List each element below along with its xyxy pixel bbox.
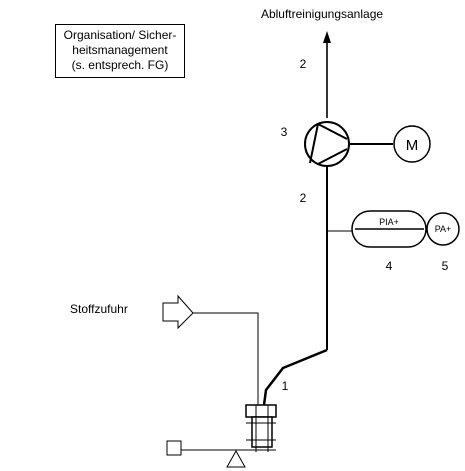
pa-instrument [426,212,460,246]
fan-number: 3 [281,125,288,139]
pa-label: PA+ [435,224,452,234]
fan-blade-bottom [317,148,348,165]
exhaust-arrowhead [323,31,331,43]
motor-label: M [406,137,419,154]
duct-lower-number: 2 [300,191,307,205]
exhaust-target-label: Abluftreinigungsanlage [261,7,383,21]
note-line-2: heitsmanagement [72,43,168,57]
duct-upper-number: 2 [300,57,307,71]
line-1-number: 1 [282,379,289,393]
fan-blade-top [317,123,348,140]
diagonal-duct-line [262,348,328,406]
pia-label: PIA+ [379,217,399,227]
vessel-body [251,416,273,448]
note-line-3: (s. entsprech. FG) [71,58,169,72]
feed-label: Stoffzufuhr [70,302,128,316]
feed-arrow-symbol [162,294,194,330]
base-square-symbol [166,440,182,456]
vessel-top [245,404,277,418]
note-line-1: Organisation/ Sicher- [63,28,177,42]
organisation-note-box: Organisation/ Sicher- heitsmanagement (s… [55,24,185,78]
pia-number: 4 [386,259,393,273]
base-triangle-symbol [226,449,246,468]
pa-number: 5 [442,259,449,273]
feed-line [193,312,259,405]
motor-symbol [393,125,431,163]
fan-blade-left [309,123,319,164]
